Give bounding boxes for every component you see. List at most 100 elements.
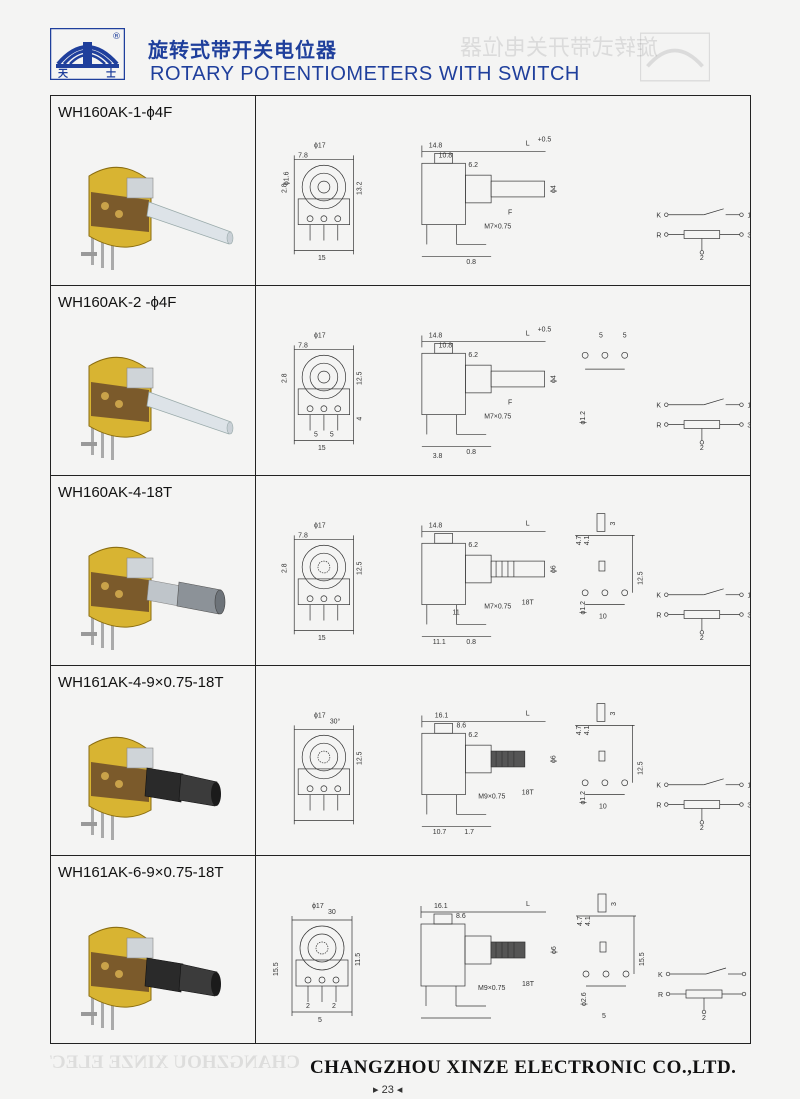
schematic-r: R: [656, 422, 661, 429]
dim-label-h125: 12.5: [356, 751, 363, 765]
dim-label-d6: ϕ6: [550, 755, 557, 763]
schematic-r: R: [656, 802, 661, 809]
page-number: ▸ 23 ◂: [373, 1084, 403, 1096]
dim-label-w10: 10: [599, 803, 607, 810]
dim-label-w107: 10.7: [432, 829, 446, 836]
dim-label-w15: 15: [318, 255, 326, 262]
schematic-pin-2: 2: [700, 825, 704, 832]
schematic-pin-2: 2: [700, 255, 704, 262]
dim-label-w108: 10.8: [438, 152, 452, 159]
dim-label-d17: ϕ17: [314, 142, 326, 149]
dim-label-h28: 2.8: [281, 183, 288, 193]
product-photo: [81, 546, 226, 650]
dim-label-M9: M9×0.75: [478, 794, 505, 801]
product-cell: WH160AK-2 -ϕ4F: [50, 285, 256, 476]
dim-label-w78: 7.8: [298, 532, 308, 539]
dim-label-M7: M7×0.75: [484, 414, 511, 421]
show-through-text: 旋转式带开关电位器: [460, 36, 659, 61]
dim-label-L: L: [525, 330, 529, 337]
dim-label-L: L: [525, 710, 529, 717]
model-number: WH160AK-2 -ϕ4F: [58, 294, 177, 311]
dim-label-w62: 6.2: [468, 352, 478, 359]
dim-label-w62: 6.2: [468, 542, 478, 549]
dim-label-h47: 4.7: [576, 536, 583, 546]
logo-char-right: 士: [106, 67, 116, 80]
dim-label-w10: 10: [599, 613, 607, 620]
schematic-pin-1: 1: [747, 593, 751, 600]
dim-label-h125b: 12.5: [637, 571, 644, 585]
pcb-pattern: [574, 703, 635, 795]
dim-label-p5b: 5: [622, 332, 626, 339]
product-photo: [81, 926, 221, 1030]
company-name: CHANGZHOU XINZE ELECTRONIC CO.,LTD.: [310, 1057, 737, 1078]
schematic-k: K: [656, 213, 661, 220]
front-view: [291, 916, 353, 1016]
product-table: WH160AK-1-ϕ4F: [50, 95, 752, 1044]
dim-label-d6: ϕ6: [550, 565, 557, 573]
schematic-pin-3: 3: [747, 802, 751, 809]
logo-char-left: 天: [58, 68, 69, 80]
model-number: WH161AK-6-9×0.75-18T: [58, 864, 224, 881]
schematic-r: R: [658, 992, 663, 999]
dim-label-t18: 18T: [522, 790, 535, 797]
dim-label-w111: 11.1: [432, 639, 445, 646]
product-photo: [81, 736, 221, 840]
dim-label-h155: 15.5: [273, 962, 280, 976]
schematic-pin-2: 2: [700, 635, 704, 642]
dim-label-d6: ϕ6: [551, 946, 558, 954]
dim-label-t18: 18T: [522, 981, 535, 988]
dim-label-a30: 30°: [330, 717, 341, 725]
product-row: WH161AK-6-9×0.75-18T: [50, 855, 752, 1044]
dim-label-h125: 12.5: [356, 561, 363, 575]
dim-label-d4: ϕ4: [550, 375, 557, 383]
dim-label-w5a: 5: [314, 431, 318, 438]
dim-label-w11: 11: [452, 610, 459, 617]
schematic-pin-3: 3: [750, 992, 751, 999]
dim-label-w08: 0.8: [466, 639, 476, 646]
dim-label-M7: M7×0.75: [484, 604, 511, 611]
dim-label-p5: 5: [602, 1013, 606, 1020]
circuit-schematic: [665, 967, 746, 1015]
pcb-pattern: [575, 893, 636, 987]
model-number: WH160AK-4-18T: [58, 484, 173, 501]
product-photo: [81, 356, 234, 460]
dim-label-d26: ϕ2.6: [581, 992, 588, 1006]
schematic-pin-2: 2: [700, 445, 704, 452]
show-through-logo: [640, 32, 710, 82]
schematic-pin-1: 1: [747, 213, 751, 220]
terminals: [81, 421, 114, 460]
dim-label-w78: 7.8: [298, 342, 308, 349]
dim-label-w78: 7.8: [298, 152, 308, 159]
dim-label-d17: ϕ17: [314, 712, 326, 719]
schematic-k: K: [656, 783, 661, 790]
dim-label-L: L: [525, 520, 529, 527]
front-view: [293, 345, 354, 445]
dim-label-w5: 5: [318, 1017, 322, 1024]
product-row: WH160AK-1-ϕ4F: [50, 95, 752, 286]
dim-label-a30: 30: [328, 909, 336, 916]
side-view: [421, 335, 546, 447]
product-photo: [81, 166, 234, 270]
shaft-plain: [146, 391, 234, 435]
dim-label-M9: M9×0.75: [478, 985, 506, 992]
page-title-english: ROTARY POTENTIOMETERS WITH SWITCH: [150, 63, 580, 85]
dim-label-w161: 16.1: [434, 903, 448, 910]
dim-label-w5b: 5: [330, 431, 334, 438]
schematic-r: R: [656, 232, 661, 239]
page-title-chinese: 旋转式带开关电位器: [148, 38, 337, 62]
dim-label-w17: 1.7: [464, 829, 474, 836]
dim-label-w08: 0.8: [466, 259, 476, 266]
dim-label-d16: ϕ1.6: [283, 171, 290, 185]
dim-label-w108: 10.8: [438, 342, 452, 349]
dim-label-L: L: [526, 901, 530, 908]
dim-label-h3: 3: [611, 902, 618, 906]
circuit-schematic: [663, 778, 744, 825]
product-cell: WH161AK-6-9×0.75-18T: [50, 855, 256, 1044]
